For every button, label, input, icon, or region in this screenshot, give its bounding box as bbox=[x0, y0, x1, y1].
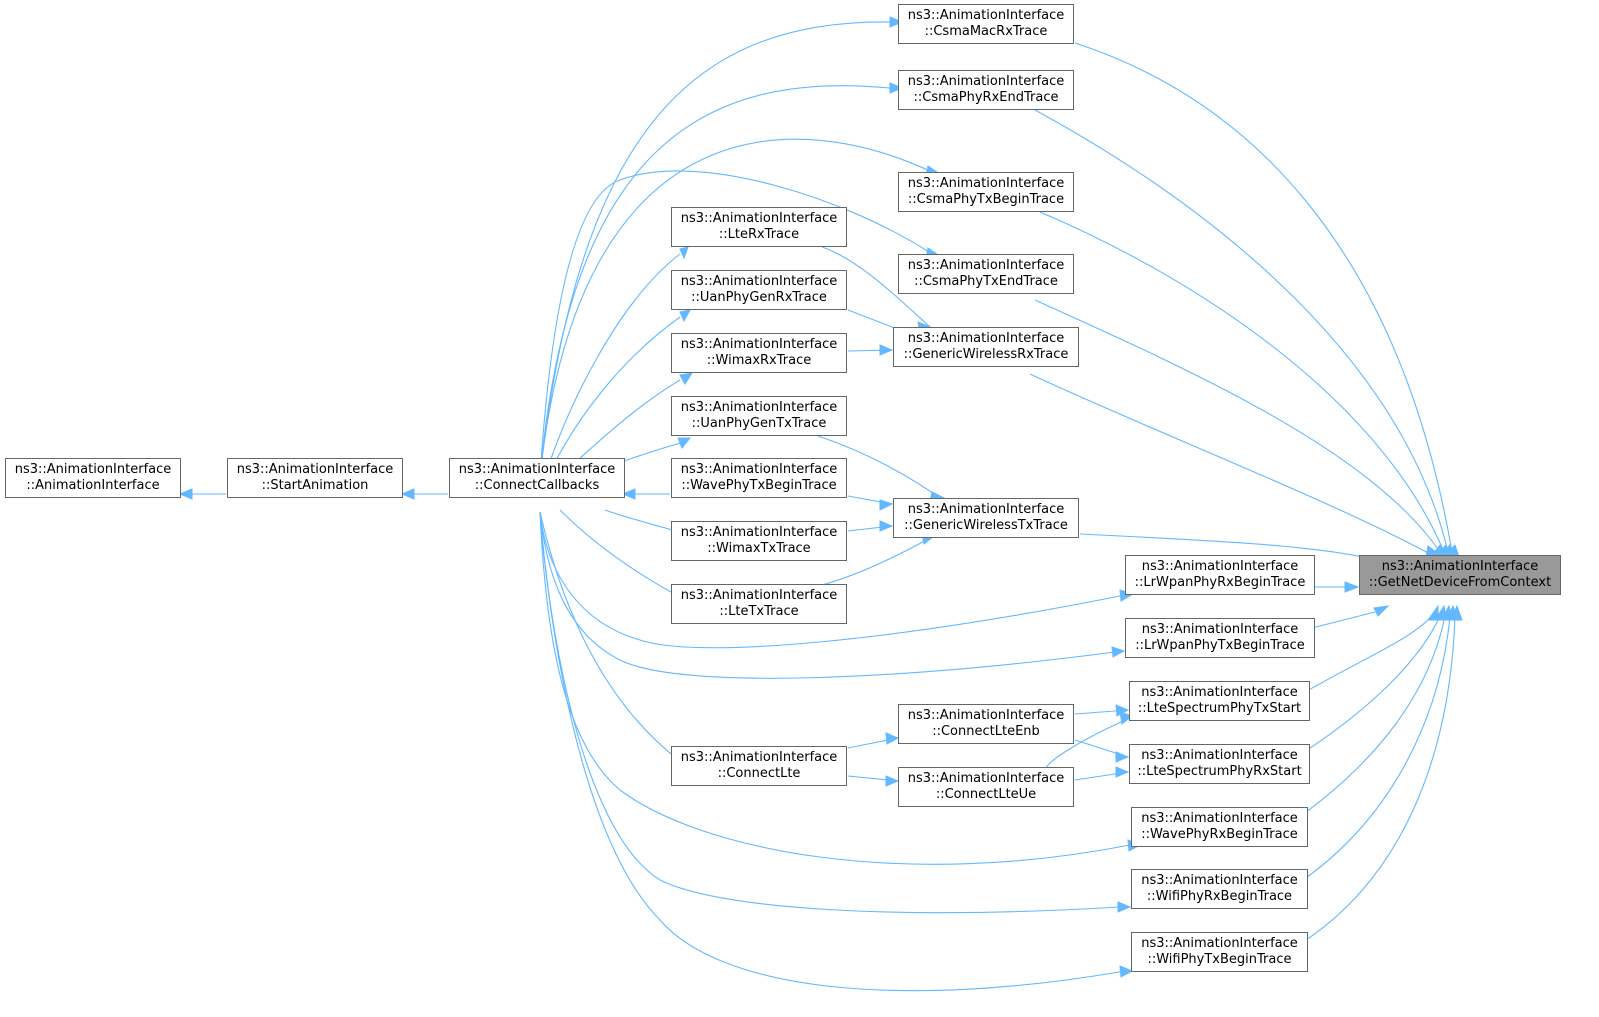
node-csma-phy-tx-begin-trace[interactable]: ns3::AnimationInterface ::CsmaPhyTxBegin… bbox=[898, 172, 1074, 212]
arrowhead bbox=[1427, 604, 1439, 621]
edge-lte-tx-to-cb bbox=[559, 509, 681, 598]
node-wimax-tx-trace[interactable]: ns3::AnimationInterface ::WimaxTxTrace bbox=[671, 521, 847, 561]
arrowhead bbox=[679, 246, 689, 260]
arrowhead bbox=[1447, 544, 1460, 558]
node-lte-spectrum-phy-tx-start[interactable]: ns3::AnimationInterface ::LteSpectrumPhy… bbox=[1129, 681, 1310, 721]
edge-wifi-tx-to-target bbox=[1299, 615, 1456, 945]
arrowhead bbox=[1117, 901, 1132, 913]
edge-csma-tx-begin-to-cb bbox=[539, 138, 933, 477]
edge-wifi-tx-to-cb bbox=[539, 511, 1126, 992]
arrowhead bbox=[679, 372, 694, 385]
arrowhead bbox=[178, 488, 193, 500]
node-lte-spectrum-phy-rx-start[interactable]: ns3::AnimationInterface ::LteSpectrumPhy… bbox=[1129, 744, 1310, 784]
node-get-net-device-from-context[interactable]: ns3::AnimationInterface ::GetNetDeviceFr… bbox=[1359, 555, 1561, 595]
arrowhead bbox=[879, 499, 894, 511]
edge-wave-rx-to-cb bbox=[539, 511, 1131, 865]
arrowhead bbox=[885, 732, 900, 745]
node-uan-phy-gen-tx-trace[interactable]: ns3::AnimationInterface ::UanPhyGenTxTra… bbox=[671, 396, 847, 436]
node-connect-lte-enb[interactable]: ns3::AnimationInterface ::ConnectLteEnb bbox=[898, 704, 1074, 744]
arrowhead bbox=[889, 16, 904, 28]
edge-csma-rx-end-to-cb bbox=[539, 85, 891, 477]
edge-csma-tx-end-to-cb bbox=[539, 170, 933, 477]
arrowhead bbox=[621, 488, 636, 500]
node-wimax-rx-trace[interactable]: ns3::AnimationInterface ::WimaxRxTrace bbox=[671, 333, 847, 373]
node-wifi-phy-tx-begin-trace[interactable]: ns3::AnimationInterface ::WifiPhyTxBegin… bbox=[1131, 932, 1308, 972]
edge-wifi-rx-to-cb bbox=[539, 511, 1121, 914]
node-wave-phy-rx-begin-trace[interactable]: ns3::AnimationInterface ::WavePhyRxBegin… bbox=[1131, 807, 1308, 847]
edge-wave-rx-to-target bbox=[1294, 615, 1446, 821]
node-connect-lte-ue[interactable]: ns3::AnimationInterface ::ConnectLteUe bbox=[898, 767, 1074, 807]
arrowhead bbox=[885, 775, 900, 787]
arrowhead bbox=[400, 488, 415, 500]
edge-generic-tx-to-target bbox=[1079, 533, 1376, 561]
node-start-animation[interactable]: ns3::AnimationInterface ::StartAnimation bbox=[227, 458, 403, 498]
edge-lte-spec-rx-to-target bbox=[1294, 615, 1441, 759]
node-uan-phy-gen-rx-trace[interactable]: ns3::AnimationInterface ::UanPhyGenRxTra… bbox=[671, 270, 847, 310]
node-lrwpan-phy-tx-begin-trace[interactable]: ns3::AnimationInterface ::LrWpanPhyTxBeg… bbox=[1125, 618, 1315, 658]
edge-lrwpan-tx-to-cb bbox=[539, 511, 1116, 679]
node-wifi-phy-rx-begin-trace[interactable]: ns3::AnimationInterface ::WifiPhyRxBegin… bbox=[1131, 869, 1308, 909]
arrowhead bbox=[1119, 965, 1134, 978]
node-lte-rx-trace[interactable]: ns3::AnimationInterface ::LteRxTrace bbox=[671, 207, 847, 247]
node-animation-interface[interactable]: ns3::AnimationInterface ::AnimationInter… bbox=[5, 458, 181, 498]
node-connect-callbacks[interactable]: ns3::AnimationInterface ::ConnectCallbac… bbox=[449, 458, 625, 498]
edge-generic-tx-to-lte-tx bbox=[817, 537, 931, 587]
edge-lte-rx-to-cb bbox=[544, 253, 681, 477]
node-csma-phy-rx-end-trace[interactable]: ns3::AnimationInterface ::CsmaPhyRxEndTr… bbox=[898, 70, 1074, 110]
edge-generic-rx-to-lte-rx bbox=[821, 246, 931, 328]
arrowhead bbox=[1115, 766, 1130, 778]
node-csma-phy-tx-end-trace[interactable]: ns3::AnimationInterface ::CsmaPhyTxEndTr… bbox=[898, 254, 1074, 294]
node-generic-wireless-tx-trace[interactable]: ns3::AnimationInterface ::GenericWireles… bbox=[893, 498, 1079, 538]
edge-generic-rx-to-target bbox=[1029, 373, 1431, 555]
edge-wimax-tx-to-cb bbox=[604, 509, 681, 533]
node-generic-wireless-rx-trace[interactable]: ns3::AnimationInterface ::GenericWireles… bbox=[893, 327, 1079, 367]
edge-generic-tx-to-uan-tx bbox=[817, 435, 941, 499]
edge-csma-mac-rx-to-target bbox=[1074, 42, 1453, 553]
arrowhead bbox=[1344, 581, 1360, 593]
arrowhead bbox=[677, 437, 692, 449]
edge-csma-phy-rx-end-to-target bbox=[1034, 109, 1449, 553]
arrowhead bbox=[1450, 604, 1463, 621]
edge-lrwpan-rx-to-cb bbox=[539, 511, 1126, 649]
edge-uan-rx-to-cb bbox=[547, 316, 681, 477]
node-wave-phy-tx-begin-trace[interactable]: ns3::AnimationInterface ::WavePhyTxBegin… bbox=[671, 458, 847, 498]
edge-wifi-rx-to-target bbox=[1299, 615, 1451, 883]
edge-lte-spec-tx-to-ue bbox=[1045, 717, 1131, 769]
arrowhead bbox=[879, 344, 894, 356]
node-lte-tx-trace[interactable]: ns3::AnimationInterface ::LteTxTrace bbox=[671, 584, 847, 624]
edge-csma-phy-tx-end-to-target bbox=[1034, 299, 1441, 553]
arrowhead bbox=[879, 520, 894, 532]
arrowhead bbox=[889, 82, 904, 94]
edge-lte-spec-tx-to-target bbox=[1299, 615, 1433, 696]
node-lrwpan-phy-rx-begin-trace[interactable]: ns3::AnimationInterface ::LrWpanPhyRxBeg… bbox=[1125, 555, 1315, 595]
arrowhead bbox=[1115, 751, 1130, 763]
arrowhead bbox=[1111, 646, 1126, 658]
node-connect-lte[interactable]: ns3::AnimationInterface ::ConnectLte bbox=[671, 746, 847, 786]
arrowhead bbox=[679, 309, 691, 323]
edge-connect-lte-to-cb bbox=[539, 511, 681, 762]
arrowhead bbox=[1373, 605, 1390, 617]
node-csma-mac-rx-trace[interactable]: ns3::AnimationInterface ::CsmaMacRxTrace bbox=[898, 4, 1074, 44]
edge-csma-phy-tx-begin-to-target bbox=[1039, 211, 1445, 553]
